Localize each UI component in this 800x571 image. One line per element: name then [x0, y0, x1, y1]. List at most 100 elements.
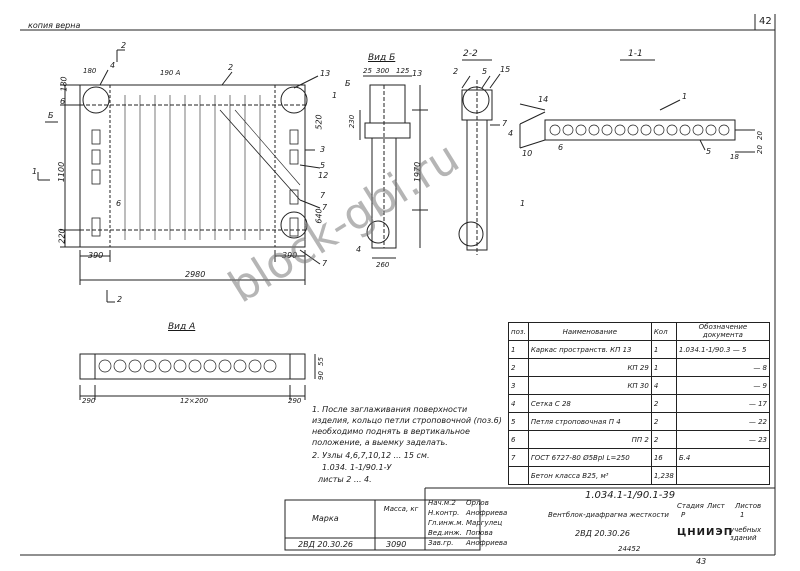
dim: 260: [376, 261, 390, 269]
spec-cell: 1.034.1-1/90.3 — 5: [675, 340, 771, 359]
callout: 5: [320, 161, 326, 170]
note-line: 1. После заглаживания поверхности: [312, 405, 468, 414]
callout: 4: [508, 129, 514, 138]
callout: 6: [116, 199, 122, 208]
sheets-header: Листов: [735, 502, 762, 510]
spec-cell: [675, 466, 771, 485]
dim-v-520: 520: [314, 114, 324, 130]
dim: 290: [82, 397, 96, 405]
spec-cell: — 23: [675, 430, 771, 449]
tb-name: Попова: [466, 529, 493, 537]
callout: 12: [318, 171, 329, 180]
spec-cell: Бетон класса В25, м³: [527, 466, 652, 485]
spec-cell: — 22: [675, 412, 771, 431]
spec-cell: 6: [508, 430, 529, 449]
spec-cell: ПП 2: [527, 430, 652, 449]
view-b-title: Вид Б: [368, 53, 396, 63]
spec-cell: — 8: [675, 358, 771, 377]
spec-cell: 5: [508, 412, 529, 431]
dim-v-1100: 1100: [57, 161, 67, 183]
spec-cell: 4: [650, 376, 677, 395]
dim: 20: [755, 145, 764, 154]
spec-cell: 2: [650, 394, 677, 413]
callout: 10: [522, 149, 533, 158]
dim: 300: [376, 67, 390, 75]
tb-name: Маргулец: [466, 519, 503, 527]
section-mark: 2: [121, 41, 127, 50]
callout: 7: [320, 191, 326, 200]
spec-cell: Сетка С 28: [527, 394, 652, 413]
section-mark: Б: [48, 111, 54, 120]
callout: 2: [228, 63, 234, 72]
dim: 90: [316, 371, 325, 380]
section-mark: 1: [520, 199, 526, 208]
callout: 7: [502, 119, 508, 128]
specification-table: поз. Наименование Кол Обозначение докуме…: [508, 322, 771, 485]
callout: 1: [332, 91, 338, 100]
spec-cell: 2: [508, 358, 529, 377]
spec-cell: — 17: [675, 394, 771, 413]
dim: 230: [348, 114, 357, 129]
mass-value: 3090: [386, 540, 407, 549]
spec-cell: 1: [508, 340, 529, 359]
note-line: необходимо поднять в вертикальное: [312, 427, 470, 436]
dim: 125: [396, 67, 410, 75]
spec-cell: 1: [650, 340, 677, 359]
tb-name: Орлов: [466, 499, 489, 507]
spec-cell: 2: [650, 412, 677, 431]
spec-header: Обозначение документа: [675, 322, 771, 341]
mark-value: 2ВД 20.30.26: [298, 540, 353, 549]
callout: 15: [500, 65, 511, 74]
spec-cell: 1: [650, 358, 677, 377]
section-2-2-title: 2-2: [463, 49, 478, 59]
callout: 14: [538, 95, 549, 104]
stage-value: Р: [681, 511, 686, 519]
callout: 2: [453, 67, 459, 76]
org-logo: ЦНИИЭП: [677, 527, 734, 538]
sheet-header: Лист: [707, 502, 725, 510]
callout: 13: [320, 69, 331, 78]
org-subtitle: учебных зданий: [730, 526, 762, 542]
spec-cell: Каркас пространств. КП 13: [527, 340, 652, 359]
spec-cell: 4: [508, 394, 529, 413]
spec-cell: ГОСТ 6727-80 Ø5ВрI L=250: [527, 448, 652, 467]
callout: 13: [412, 69, 423, 78]
callout: 5: [482, 67, 488, 76]
dim: 55: [316, 357, 325, 366]
callout: 6: [60, 97, 66, 106]
spec-header: Наименование: [527, 322, 652, 341]
dim-v-180: 180: [59, 76, 69, 92]
note-line: 1.034. 1-1/90.1-У: [322, 463, 392, 472]
tb-name: Анофриева: [466, 539, 508, 547]
dim: 20: [755, 131, 764, 140]
tb-role: Н.контр.: [428, 509, 460, 517]
tb-role: Зав.гр.: [428, 539, 454, 547]
stage-header: Стадия: [677, 502, 704, 510]
spec-cell: 16: [650, 448, 677, 467]
spec-cell: 1,238: [650, 466, 677, 485]
callout: 4: [356, 245, 362, 254]
spec-cell: КП 30: [527, 376, 652, 395]
note-line: изделия, кольцо петли строповочной (поз.…: [312, 416, 502, 425]
spec-cell: — 9: [675, 376, 771, 395]
sheet-number: 42: [759, 16, 772, 27]
callout: 180: [83, 67, 97, 75]
spec-cell: [508, 466, 529, 485]
spec-header-row: поз. Наименование Кол Обозначение докуме…: [508, 322, 771, 341]
view-a-title: Вид А: [168, 322, 196, 332]
spec-cell: Петля строповочная П 4: [527, 412, 652, 431]
tb-role: Вед.инж.: [428, 529, 462, 537]
dim-total: 2980: [185, 270, 206, 279]
callout: 5: [706, 147, 712, 156]
section-mark: 1: [32, 167, 38, 176]
callout: 7: [322, 259, 328, 268]
